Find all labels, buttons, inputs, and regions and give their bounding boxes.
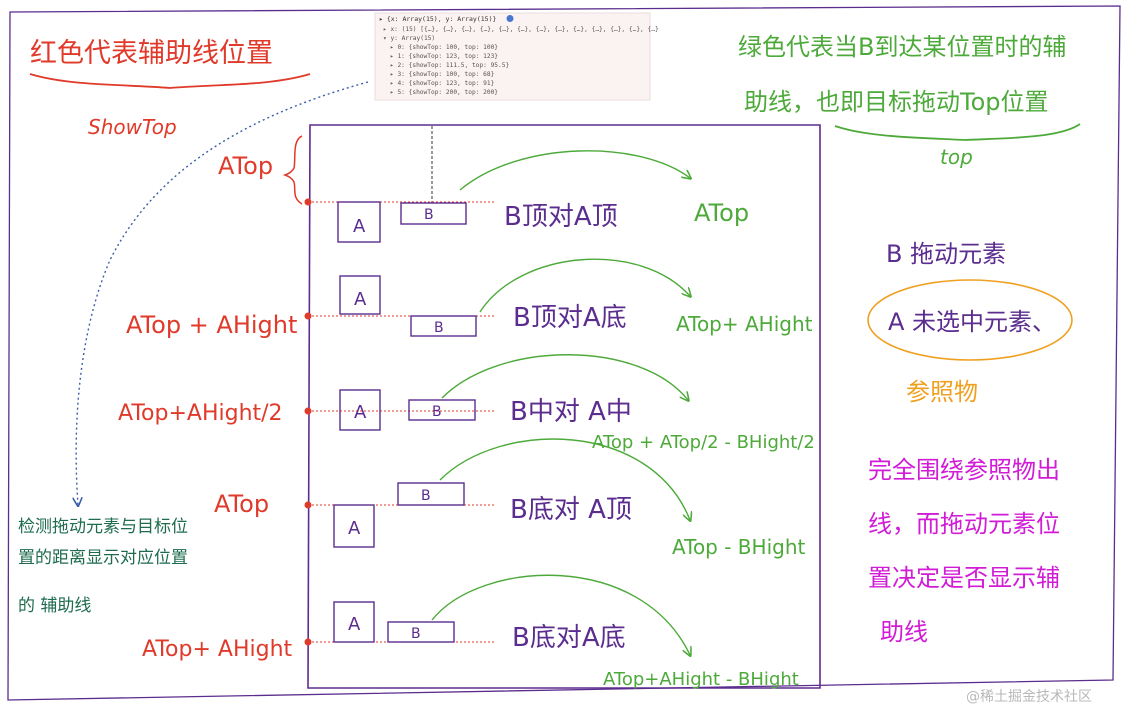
row-3: A B ATop+AHight/2 B中对 A中 ATop + ATop/2 -…: [118, 354, 815, 453]
green-formula: ATop: [694, 199, 749, 227]
box-b-label: B: [432, 404, 442, 420]
box-a-label: A: [354, 289, 367, 310]
row-label: B中对 A中: [510, 397, 632, 427]
dotted-blue-arrow: [76, 81, 369, 505]
green-legend-title-1: 绿色代表当B到达某位置时的辅: [738, 33, 1066, 61]
atop-brace: [282, 135, 303, 205]
box-a-label: A: [348, 518, 361, 539]
left-label: ATop: [214, 490, 269, 518]
left-label: ATop+ AHight: [142, 637, 293, 662]
left-label: ATop + AHight: [126, 311, 297, 339]
box-b: [408, 399, 476, 421]
box-b: [410, 315, 477, 337]
green-arrow: [439, 438, 690, 520]
green-arrow: [431, 574, 690, 655]
box-b-label: B: [424, 207, 434, 223]
row-5: A B ATop+ AHight B底对A底 ATop+AHight - BHi…: [142, 574, 799, 690]
console-line-2: ▾ y: Array(15): [383, 35, 435, 42]
box-a: [339, 389, 381, 431]
row-label: B底对 A顶: [510, 495, 632, 525]
row-2: A B ATop + AHight B顶对A底 ATop+ AHight: [126, 258, 813, 339]
green-arrow: [459, 150, 690, 191]
row-label: B顶对A底: [513, 303, 627, 333]
console-row: ▸ 5: {showTop: 200, top: 200}: [390, 89, 498, 96]
box-a: [333, 504, 375, 548]
legend-b-label: B 拖动元素: [886, 240, 1006, 268]
box-b: [387, 621, 455, 643]
console-row: ▸ 2: {showTop: 111.5, top: 95.5}: [390, 62, 509, 69]
console-row: ▸ 4: {showTop: 123, top: 91}: [390, 80, 495, 87]
legend-ref-label: 参照物: [906, 378, 978, 406]
green-formula: ATop+ AHight: [676, 312, 813, 336]
box-a-label: A: [353, 216, 366, 237]
box-b-label: B: [421, 488, 431, 504]
box-b-label: B: [411, 626, 421, 642]
red-legend-title: 红色代表辅助线位置: [30, 38, 273, 69]
red-title-brace: [29, 73, 311, 89]
console-line-1: ▸ x: (15) [{…}, {…}, {…}, {…}, {…}, {…},…: [383, 26, 659, 33]
left-note-line: 的 辅助线: [18, 596, 91, 616]
row-label: B顶对A顶: [504, 202, 618, 232]
box-b-label: B: [434, 320, 444, 336]
green-formula: ATop - BHight: [672, 535, 805, 559]
console-snippet: ▸ {x: Array(15), y: Array(15)} ▸ x: (15)…: [374, 12, 659, 101]
row-4: B A ATop B底对 A顶 ATop - BHight: [214, 438, 805, 559]
container-box: [307, 124, 821, 689]
green-title-brace: [834, 123, 1081, 141]
row-label: B底对A底: [512, 623, 626, 653]
box-a: [339, 275, 381, 315]
red-legend-subtitle: ShowTop: [88, 115, 177, 139]
box-b: [400, 202, 467, 225]
left-label-atop-brace: ATop: [218, 152, 273, 180]
magenta-note-line: 线，而拖动元素位: [868, 510, 1060, 538]
guide-dot: [304, 407, 312, 415]
legend-a-ellipse: [867, 279, 1073, 361]
box-a-label: A: [348, 614, 361, 635]
green-legend-title-2: 助线，也即目标拖动Top位置: [744, 88, 1049, 116]
green-legend-subtitle: top: [940, 145, 973, 169]
left-note-line: 置的距离显示对应位置: [18, 548, 188, 568]
guide-dot: [304, 312, 312, 320]
box-a-label: A: [354, 402, 367, 423]
console-row: ▸ 1: {showTop: 123, top: 123}: [390, 53, 498, 60]
green-formula: ATop+AHight - BHight: [603, 669, 799, 690]
guide-dot: [304, 198, 312, 206]
watermark: @稀土掘金技术社区: [966, 689, 1092, 705]
box-a: [337, 201, 381, 243]
guide-dot: [304, 501, 312, 509]
console-row: ▸ 0: {showTop: 100, top: 100}: [390, 44, 498, 51]
legend-a-label: A 未选中元素、: [888, 308, 1056, 336]
console-line-0: ▸ {x: Array(15), y: Array(15)}: [379, 15, 496, 23]
box-b: [397, 482, 465, 506]
console-row: ▸ 3: {showTop: 100, top: 68}: [390, 71, 495, 78]
info-icon: [506, 15, 514, 22]
box-a: [333, 601, 375, 643]
green-arrow: [479, 258, 690, 313]
magenta-note-line: 助线: [880, 618, 928, 646]
magenta-note-line: 置决定是否显示辅: [868, 564, 1060, 592]
left-label: ATop+AHight/2: [118, 401, 283, 426]
outer-frame: [7, 5, 1121, 701]
row-1: A B B顶对A顶 ATop: [304, 150, 749, 243]
green-arrow: [441, 354, 688, 400]
magenta-note-line: 完全围绕参照物出: [868, 456, 1060, 484]
green-formula: ATop + ATop/2 - BHight/2: [592, 432, 815, 453]
guide-dot: [304, 638, 312, 646]
left-note-line: 检测拖动元素与目标位: [18, 517, 188, 537]
